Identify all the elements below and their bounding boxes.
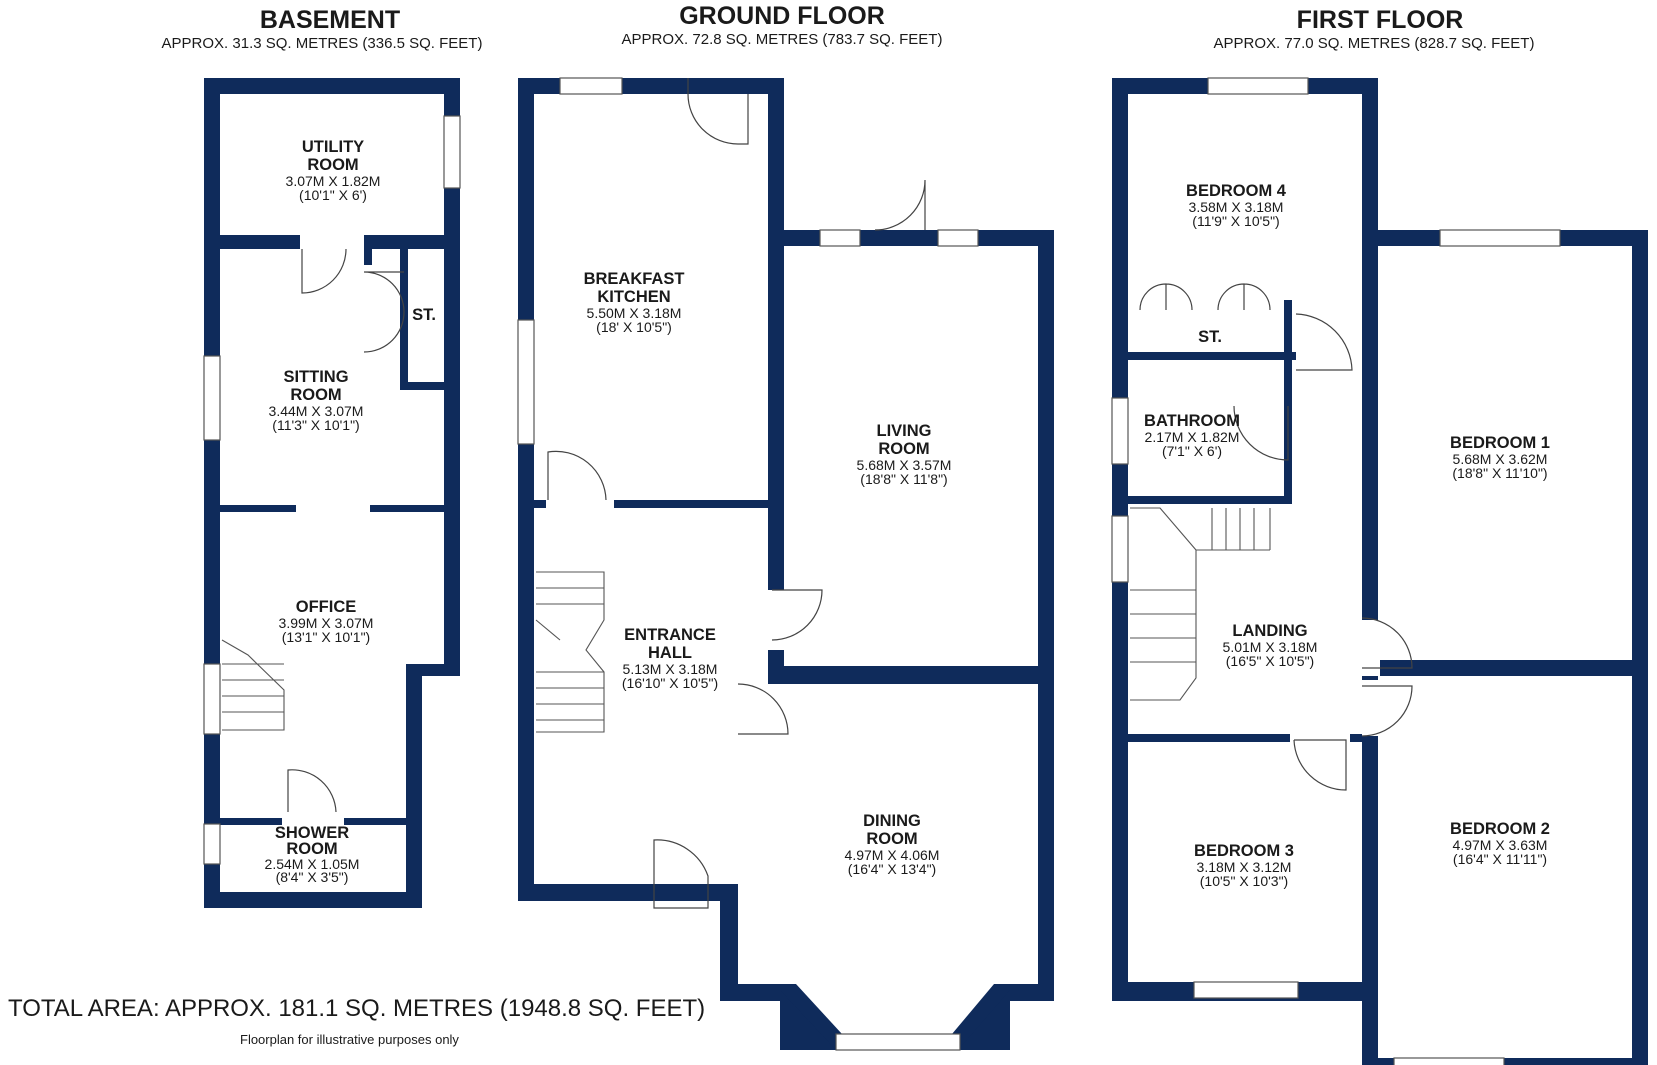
office-imperial: (13'1" X 10'1") <box>282 629 370 645</box>
living-room-metric: 5.68M X 3.57M <box>857 457 952 473</box>
sitting-room-metric: 3.44M X 3.07M <box>269 403 364 419</box>
sitting-room-label: SITTING <box>283 368 348 386</box>
bedroom4-imperial: (11'9" X 10'5") <box>1192 213 1279 229</box>
office-metric: 3.99M X 3.07M <box>279 615 374 631</box>
front-door <box>653 839 709 909</box>
ground-floor-area: APPROX. 72.8 SQ. METRES (783.7 SQ. FEET) <box>622 31 943 48</box>
bedroom4-window <box>1207 77 1309 95</box>
kitchen-window <box>559 77 623 95</box>
bedroom1-metric: 5.68M X 3.62M <box>1453 451 1548 467</box>
ground-floor-title: GROUND FLOOR <box>679 2 885 30</box>
dining-room-metric: 4.97M X 4.06M <box>845 847 940 863</box>
kitchen-imperial: (18' X 10'5") <box>596 319 672 335</box>
utility-room-label: UTILITY <box>302 138 364 156</box>
shower-room-label-2: ROOM <box>286 840 337 858</box>
store-door <box>363 271 405 353</box>
utility-window <box>443 115 461 189</box>
basement-plan <box>203 78 461 908</box>
first-store-label: ST. <box>1198 328 1222 346</box>
living-window-right <box>937 229 979 247</box>
bedroom3-imperial: (10'5" X 10'3") <box>1200 873 1288 889</box>
bedroom2-metric: 4.97M X 3.63M <box>1453 837 1548 853</box>
dining-room-label: DINING <box>863 812 921 830</box>
bedroom1-window <box>1439 229 1561 247</box>
total-area: TOTAL AREA: APPROX. 181.1 SQ. METRES (19… <box>8 995 705 1022</box>
kitchen-metric: 5.50M X 3.18M <box>587 305 682 321</box>
bedroom2-imperial: (16'4" X 11'11") <box>1453 851 1547 867</box>
shower-door <box>287 769 337 813</box>
bedroom3-label: BEDROOM 3 <box>1194 842 1294 860</box>
wardrobe-doors-left <box>1139 283 1193 311</box>
wardrobe-doors-right <box>1217 283 1271 311</box>
bedroom3-window <box>1193 981 1299 999</box>
bathroom-window <box>1111 397 1129 465</box>
utility-room-metric: 3.07M X 1.82M <box>286 173 381 189</box>
sitting-room-label-2: ROOM <box>290 386 341 404</box>
bedroom2-door <box>1361 685 1413 737</box>
dining-bay-window <box>835 1033 961 1051</box>
utility-room-imperial: (10'1" X 6') <box>299 187 367 203</box>
bedroom4-label: BEDROOM 4 <box>1186 182 1287 200</box>
utility-room-label-2: ROOM <box>307 156 358 174</box>
first-floor-area: APPROX. 77.0 SQ. METRES (828.7 SQ. FEET) <box>1214 35 1535 52</box>
basement-stairs <box>221 639 285 731</box>
bedroom1-door <box>1361 617 1413 669</box>
ground-floor-plan <box>517 77 1054 1051</box>
ground-stairs <box>535 571 605 733</box>
shower-room-metric: 2.54M X 1.05M <box>265 856 360 872</box>
first-floor-stairs <box>1130 507 1271 701</box>
dining-room-label-2: ROOM <box>866 830 917 848</box>
kitchen-back-door <box>687 78 749 145</box>
dining-room-imperial: (16'4" X 13'4") <box>848 861 936 877</box>
sitting-room-imperial: (11'3" X 10'1") <box>272 417 359 433</box>
bathroom-metric: 2.17M X 1.82M <box>1145 429 1240 445</box>
bathroom-door <box>1233 405 1289 461</box>
first-floor-title: FIRST FLOOR <box>1297 6 1464 34</box>
living-window-left <box>819 229 861 247</box>
landing-imperial: (16'5" X 10'5") <box>1226 653 1314 669</box>
landing-metric: 5.01M X 3.18M <box>1223 639 1318 655</box>
bedroom4-metric: 3.58M X 3.18M <box>1189 199 1284 215</box>
bathroom-label: BATHROOM <box>1144 412 1240 430</box>
bathroom-imperial: (7'1" X 6') <box>1162 443 1222 459</box>
first-floor-plan <box>1111 77 1648 1065</box>
utility-door <box>301 248 347 294</box>
basement-title: BASEMENT <box>260 6 400 34</box>
shower-room-label: SHOWER <box>275 824 349 842</box>
kitchen-door <box>547 450 607 501</box>
sitting-window <box>203 355 221 441</box>
living-garden-door <box>874 179 926 231</box>
bedroom3-door <box>1293 739 1347 791</box>
living-room-label: LIVING <box>876 422 931 440</box>
landing-window <box>1111 515 1129 583</box>
entrance-hall-imperial: (16'10" X 10'5") <box>622 675 718 691</box>
living-door <box>771 589 823 641</box>
bedroom3-metric: 3.18M X 3.12M <box>1197 859 1292 875</box>
bedroom2-label: BEDROOM 2 <box>1450 820 1550 838</box>
entrance-hall-label-2: HALL <box>648 644 692 662</box>
basement-store-label: ST. <box>412 306 436 324</box>
kitchen-label-2: KITCHEN <box>597 288 670 306</box>
entrance-hall-metric: 5.13M X 3.18M <box>623 661 718 677</box>
entrance-hall-label: ENTRANCE <box>624 626 716 644</box>
living-room-imperial: (18'8" X 11'8") <box>860 471 947 487</box>
dining-door <box>737 683 789 735</box>
shower-window <box>203 823 221 865</box>
disclaimer-note: Floorplan for illustrative purposes only <box>240 1032 459 1047</box>
bedroom1-imperial: (18'8" X 11'10") <box>1452 465 1547 481</box>
bedroom2-window <box>1393 1057 1505 1065</box>
shower-room-imperial: (8'4" X 3'5") <box>276 869 349 885</box>
living-room-label-2: ROOM <box>878 440 929 458</box>
kitchen-label: BREAKFAST <box>584 270 685 288</box>
kitchen-side-window <box>517 319 535 445</box>
office-label: OFFICE <box>296 598 357 616</box>
bedroom1-label: BEDROOM 1 <box>1450 434 1550 452</box>
basement-area: APPROX. 31.3 SQ. METRES (336.5 SQ. FEET) <box>162 35 483 52</box>
landing-label: LANDING <box>1232 622 1307 640</box>
office-window <box>203 663 221 735</box>
bedroom4-door <box>1295 313 1353 371</box>
